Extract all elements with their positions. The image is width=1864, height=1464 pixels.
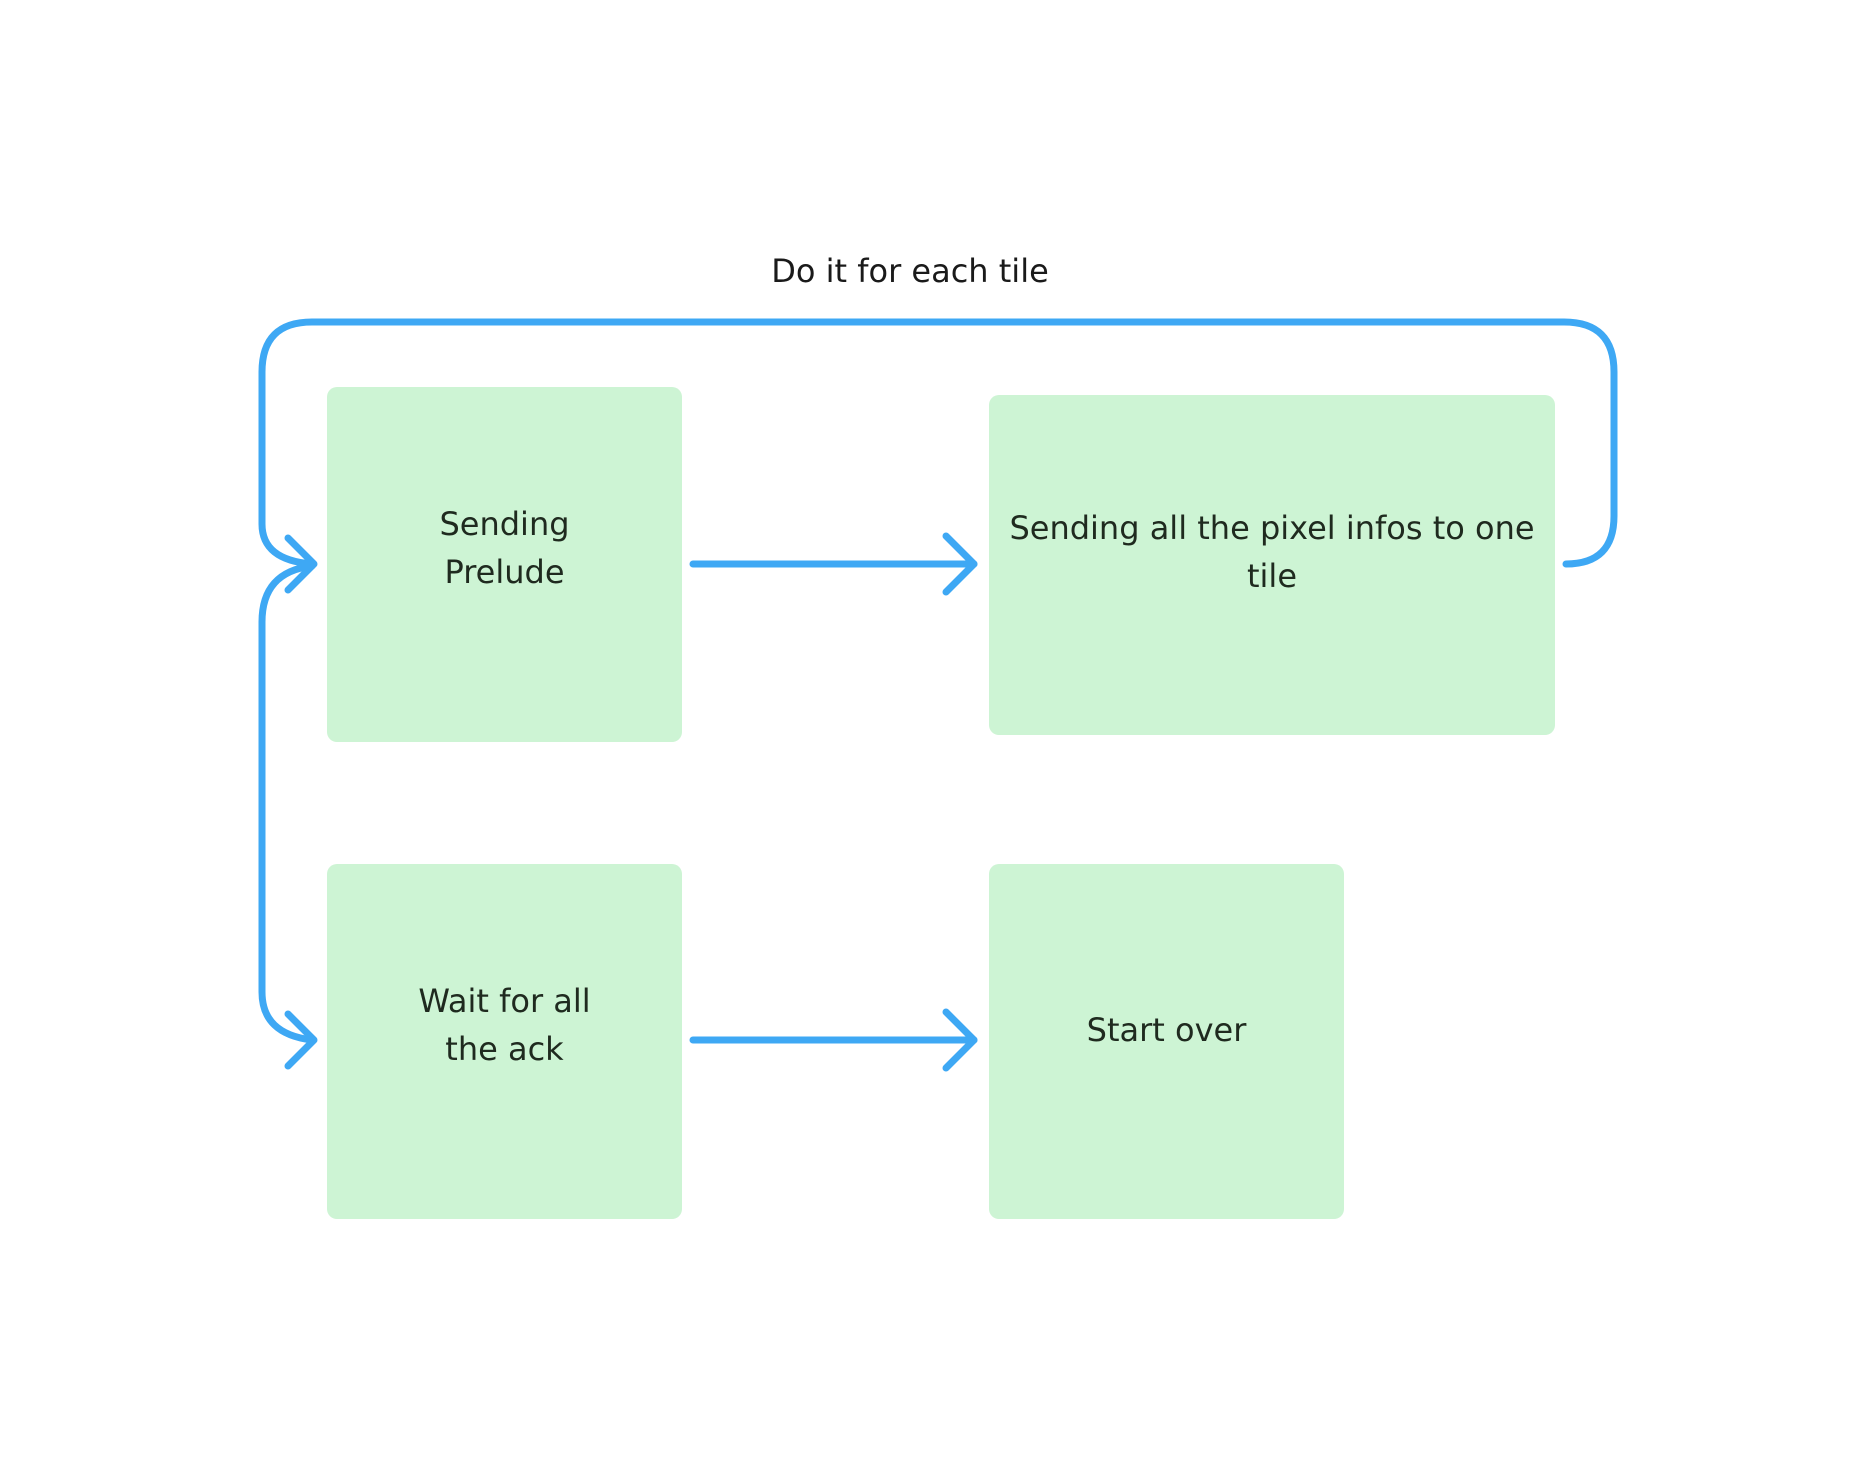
prelude-to-wait-arrowhead	[284, 1010, 318, 1070]
node-sending-pixel-infos[interactable]: Sending all the pixel infos to one tile	[989, 395, 1555, 735]
prelude-to-pixels-arrowhead	[942, 532, 978, 596]
loop-label: Do it for each tile	[771, 252, 1049, 290]
node-start-over-line-1: Start over	[1086, 1010, 1247, 1049]
node-wait-for-ack-line-1: Wait for all	[418, 981, 591, 1020]
wait-to-start-arrowhead	[942, 1008, 978, 1072]
node-wait-for-ack-line-2: the ack	[445, 1029, 564, 1068]
node-sending-pixel-infos-line-1: Sending all the pixel infos to one	[1009, 509, 1535, 547]
node-wait-for-ack[interactable]: Wait for all the ack	[327, 864, 682, 1219]
node-start-over[interactable]: Start over	[989, 864, 1344, 1219]
node-sending-prelude[interactable]: Sending Prelude	[327, 387, 682, 742]
node-sending-prelude-line-1: Sending	[439, 504, 570, 543]
loop-back-connector	[258, 318, 1618, 568]
node-sending-pixel-infos-line-2: tile	[1246, 557, 1297, 595]
prelude-to-wait-connector	[258, 562, 316, 1044]
node-sending-prelude-line-2: Prelude	[444, 552, 565, 591]
